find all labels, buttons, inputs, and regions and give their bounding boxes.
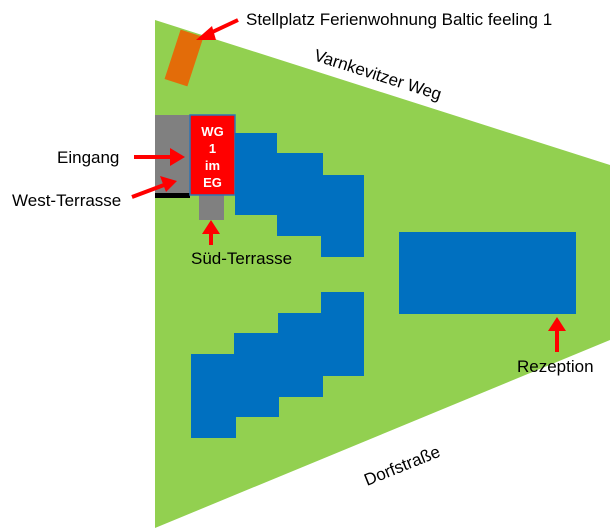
label-entrance: Eingang bbox=[57, 148, 119, 167]
reception-building bbox=[399, 232, 576, 314]
label-parking: Stellplatz Ferienwohnung Baltic feeling … bbox=[246, 10, 552, 29]
arrow-reception bbox=[548, 317, 566, 352]
south-terrace bbox=[199, 194, 224, 220]
label-south-terrace: Süd-Terrasse bbox=[191, 249, 292, 268]
unit-label-line2: 1 bbox=[209, 141, 216, 156]
label-west-terrace: West-Terrasse bbox=[12, 191, 121, 210]
building-block-2b bbox=[234, 333, 279, 417]
arrow-parking bbox=[196, 18, 239, 40]
apartment-unit bbox=[189, 114, 236, 196]
building-block-1c bbox=[321, 175, 364, 257]
label-reception: Rezeption bbox=[517, 357, 594, 376]
arrow-south-terrace bbox=[202, 220, 220, 245]
building-block-2d bbox=[321, 292, 364, 376]
building-block-1b bbox=[277, 153, 323, 236]
arrow-entrance bbox=[134, 148, 185, 166]
west-terrace-edge bbox=[155, 193, 190, 198]
building-block-2a bbox=[191, 354, 236, 438]
parking-space bbox=[164, 29, 204, 87]
unit-label-line3: im bbox=[205, 158, 220, 173]
building-block-1a bbox=[235, 133, 277, 215]
unit-label-line4: EG bbox=[203, 175, 222, 190]
building-block-2c bbox=[278, 313, 323, 397]
arrow-west-terrace bbox=[131, 176, 177, 199]
road-label-south: Dorfstraße bbox=[361, 442, 443, 490]
unit-label-line1: WG bbox=[201, 124, 223, 139]
